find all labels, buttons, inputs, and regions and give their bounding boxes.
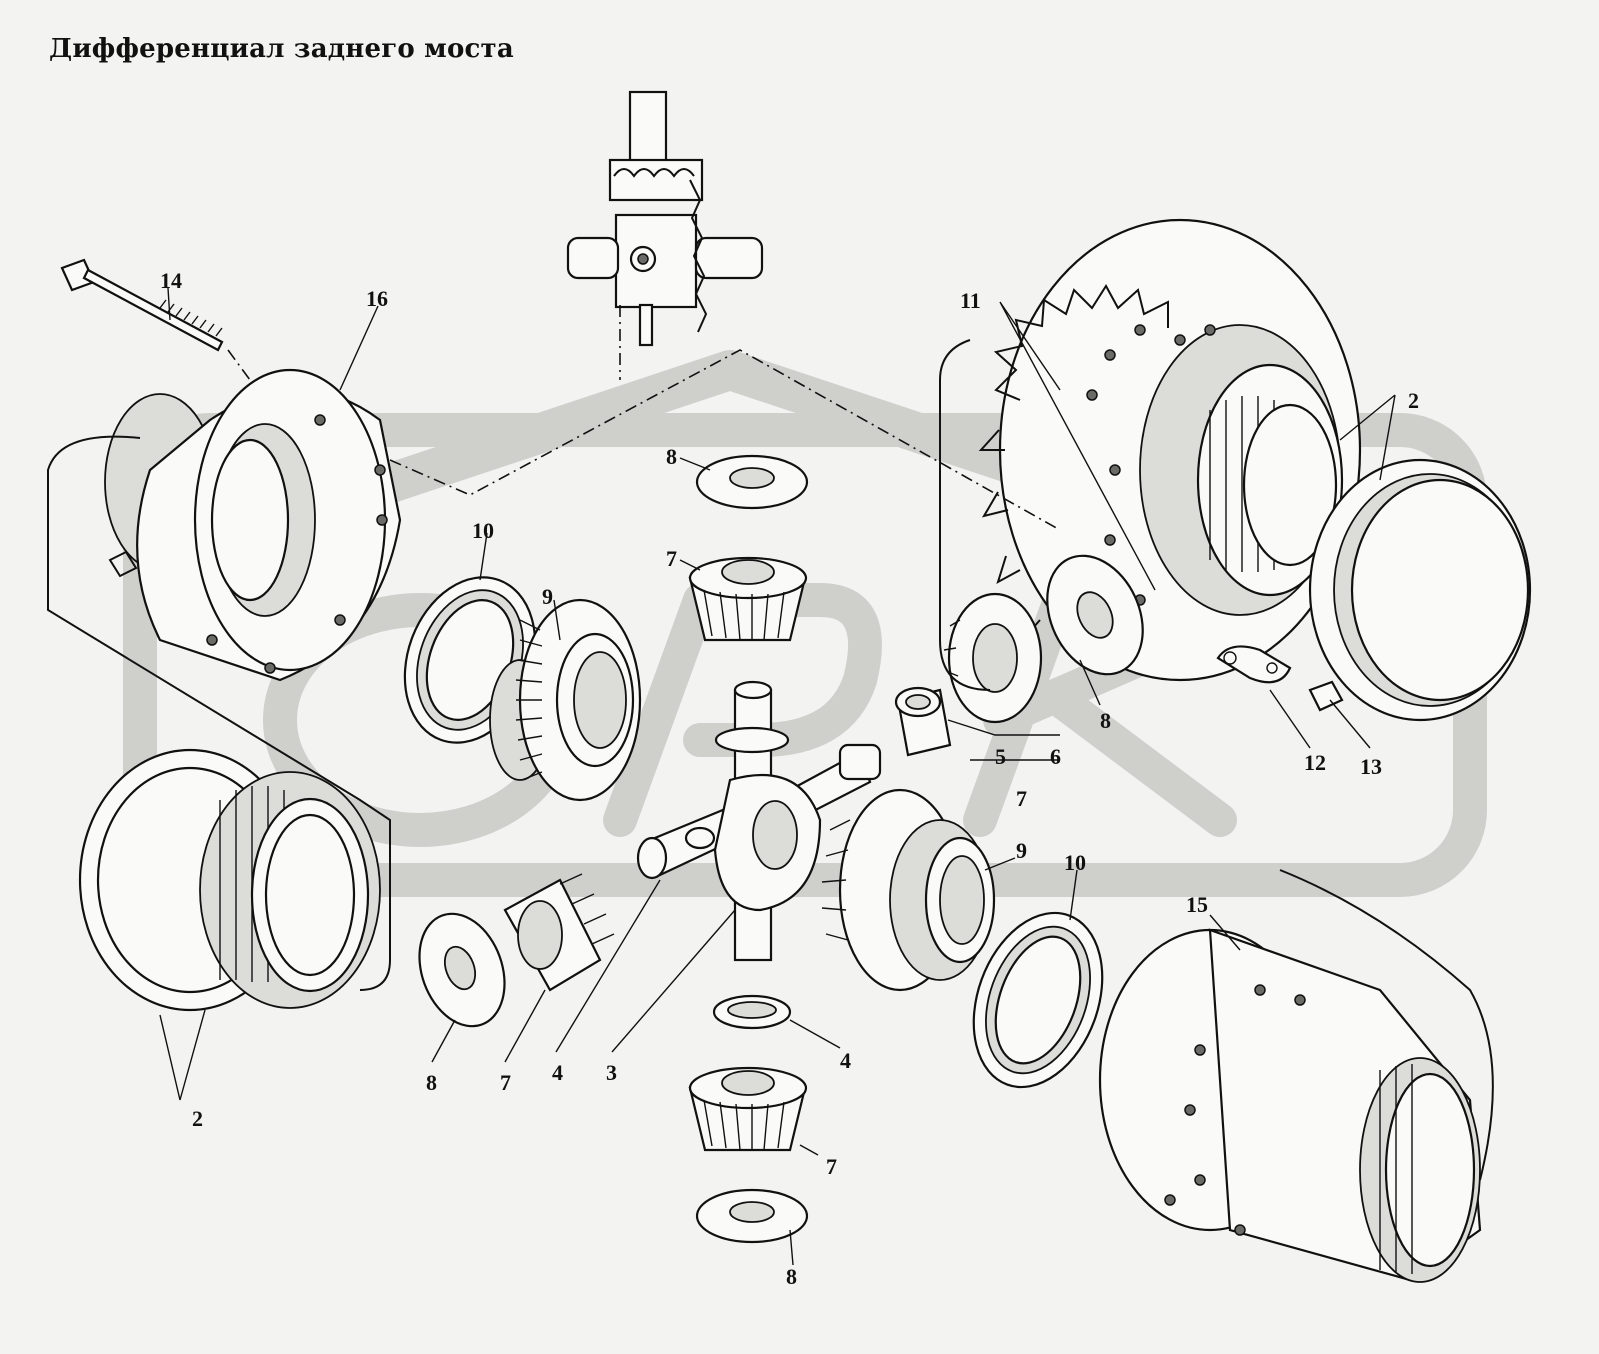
label-10-left: 10 — [472, 518, 494, 543]
ring-gear — [978, 218, 1362, 682]
bolt-part — [60, 258, 224, 352]
spacer-washer — [712, 994, 792, 1030]
differential-spider — [636, 680, 882, 962]
part-labels: 14 16 11 2 8 10 7 9 8 5 6 7 12 13 9 10 1… — [160, 268, 1419, 1289]
lock-plate-and-nut — [1216, 645, 1344, 712]
thrust-washer-right — [972, 911, 1104, 1089]
bearing-cup-right — [1308, 458, 1532, 722]
side-gear-left — [489, 598, 642, 802]
label-8-left: 8 — [426, 1070, 437, 1095]
pinion-gear-right — [943, 592, 1043, 724]
diagram-title: Дифференциал заднего моста — [49, 34, 514, 64]
bushing — [894, 686, 952, 757]
label-8-right: 8 — [1100, 708, 1111, 733]
bearing-left — [78, 748, 381, 1012]
label-7-bottom: 7 — [826, 1154, 837, 1179]
label-6: 6 — [1050, 744, 1061, 769]
label-9-left: 9 — [542, 584, 553, 609]
label-8-top: 8 — [666, 444, 677, 469]
label-3: 3 — [606, 1060, 617, 1085]
label-12: 12 — [1304, 750, 1326, 775]
label-7-right: 7 — [1016, 786, 1027, 811]
label-2-right: 2 — [1408, 388, 1419, 413]
label-7-top: 7 — [666, 546, 677, 571]
side-gear-right — [821, 788, 996, 992]
pinion-gear-top — [688, 556, 808, 642]
label-16: 16 — [366, 286, 388, 311]
label-4-left: 4 — [552, 1060, 563, 1085]
label-2-left: 2 — [192, 1106, 203, 1131]
pinion-gear-bottom — [688, 1066, 808, 1152]
label-15: 15 — [1186, 892, 1208, 917]
label-10-right: 10 — [1064, 850, 1086, 875]
washer-right — [1046, 554, 1144, 676]
label-5: 5 — [995, 744, 1006, 769]
label-7-left: 7 — [500, 1070, 511, 1095]
label-11: 11 — [960, 288, 981, 313]
drive-gear-assembly — [566, 90, 764, 347]
label-14: 14 — [160, 268, 182, 293]
label-9-right: 9 — [1016, 838, 1027, 863]
label-8-bottom: 8 — [786, 1264, 797, 1289]
differential-case-half-right — [1098, 928, 1482, 1283]
washer-top — [695, 454, 809, 510]
pinion-gear-left — [503, 873, 615, 992]
washer-left — [418, 912, 506, 1028]
leader-lines — [47, 287, 1494, 1266]
label-4-bottom: 4 — [840, 1048, 851, 1073]
differential-case-half-left — [104, 368, 402, 682]
label-13: 13 — [1360, 754, 1382, 779]
washer-bottom — [695, 1188, 809, 1244]
